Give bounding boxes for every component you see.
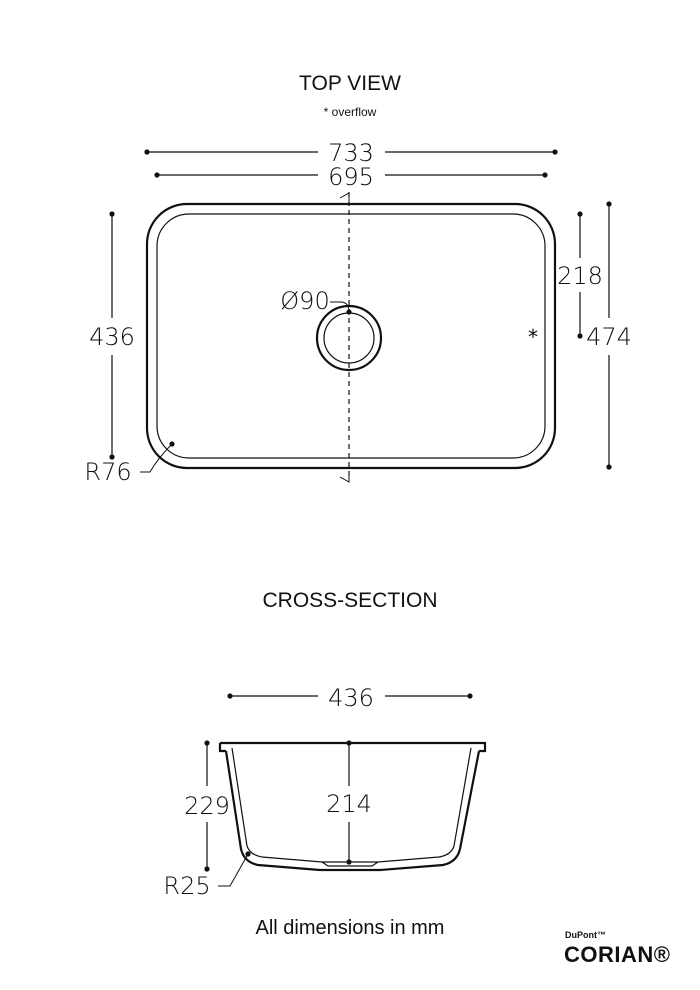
overflow-offset-label: 218	[557, 262, 603, 290]
brand-logo: DuPont™ CORIAN®	[564, 930, 671, 967]
dimension-outer-height: 229	[184, 740, 230, 872]
dimension-overall-depth: 474	[586, 201, 632, 470]
dimension-section-width: 436	[227, 684, 473, 712]
corner-radius-label: R76	[84, 458, 131, 486]
inner-width-label: 695	[328, 163, 374, 191]
overall-width-label: 733	[328, 139, 374, 167]
section-width-label: 436	[328, 684, 374, 712]
overflow-marker: *	[528, 325, 538, 349]
dimension-inner-depth-section: 214	[326, 740, 372, 865]
outer-height-label: 229	[184, 792, 230, 820]
section-inner-depth-label: 214	[326, 790, 372, 818]
sink-top-outline	[145, 202, 557, 470]
bottom-radius-leader: R25	[163, 851, 251, 900]
dimension-overflow-offset: 218	[557, 211, 603, 339]
drain-circle: Ø90	[280, 287, 383, 372]
inner-depth-label: 436	[89, 323, 135, 351]
top-view-title: TOP VIEW	[299, 72, 401, 95]
center-line	[339, 192, 350, 483]
overall-depth-label: 474	[586, 323, 632, 351]
dimension-inner-depth: 436	[89, 211, 135, 460]
corner-radius-leader: R76	[84, 441, 175, 486]
bottom-radius-label: R25	[163, 872, 210, 900]
brand-dupont: DuPont™	[565, 930, 606, 940]
dimension-overall-width: 733	[144, 139, 558, 167]
drain-diameter-label: Ø90	[280, 287, 329, 315]
brand-corian: CORIAN®	[564, 942, 671, 967]
cross-section-title: CROSS-SECTION	[262, 589, 437, 612]
dimension-inner-width: 695	[154, 163, 548, 191]
units-note: All dimensions in mm	[256, 917, 445, 939]
overflow-note: * overflow	[324, 105, 377, 119]
